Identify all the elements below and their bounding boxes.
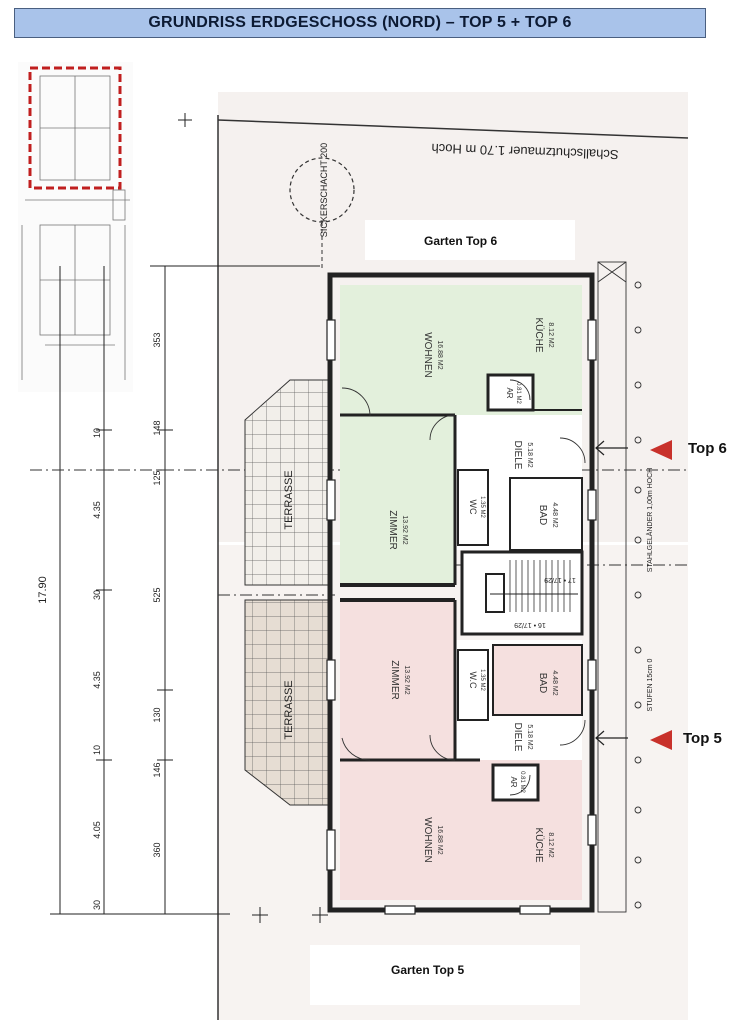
area-bad-top6: 4.48 M2 — [551, 502, 558, 527]
room-bad-top5 — [492, 644, 583, 716]
label-ar-top6: AR — [505, 387, 514, 398]
seepage-pit-label: SICKERSCHACHT 200 — [319, 143, 329, 237]
top5-marker-icon — [650, 730, 672, 750]
dim-inner-5: 125 — [152, 470, 162, 485]
terrace-label-top5: TERRASSE — [283, 680, 295, 739]
area-wohnen-top5: 16.88 M2 — [436, 825, 443, 854]
room-zimmer-top5 — [340, 600, 455, 760]
area-bad-top5: 4.48 M2 — [551, 670, 558, 695]
room-wc-top6 — [457, 469, 489, 546]
entrance-arrows — [595, 440, 628, 746]
exterior-steps — [597, 261, 642, 913]
crosshair-marks — [178, 113, 328, 923]
dim-inner-6: 148 — [152, 420, 162, 435]
dim-inner-4: 525 — [152, 587, 162, 602]
room-wohnen-kueche-top6 — [340, 285, 582, 415]
label-bad-top6: BAD — [537, 505, 548, 526]
area-diele-top6: 5.18 M2 — [526, 442, 533, 467]
dim-outer-5: 30 — [92, 590, 102, 600]
windows — [326, 319, 597, 915]
area-ar-top6: 0.81 M2 — [515, 382, 521, 404]
room-bad-top6 — [509, 477, 583, 551]
dim-outer-2: 4.05 — [92, 821, 102, 839]
door-swings — [341, 379, 586, 796]
dim-outer-6: 4.35 — [92, 501, 102, 519]
site-overview-thumbnail — [18, 62, 133, 392]
garden-top5-label: Garten Top 5 — [391, 963, 465, 977]
boundary-wall-line — [217, 119, 689, 139]
label-wc-top6: WC — [468, 500, 478, 515]
room-wc-top5 — [457, 649, 489, 721]
terrace-label-top6: TERRASSE — [283, 470, 295, 529]
area-kueche-top6: 8.12 M2 — [547, 322, 554, 347]
label-bad-top5: BAD — [537, 673, 548, 694]
unit-top6 — [340, 285, 583, 587]
area-wohnen-top6: 16.88 M2 — [436, 340, 443, 369]
stairwell — [460, 550, 584, 636]
label-zimmer-top5: ZIMMER — [389, 660, 400, 699]
dim-inner-1: 360 — [152, 842, 162, 857]
stair-note-upper: 17 • 17/29 — [544, 576, 576, 583]
area-ar-top5: 0.81 M2 — [519, 771, 525, 793]
area-zimmer-top6: 13.92 M2 — [401, 515, 408, 544]
dim-total: 17.90 — [37, 576, 49, 604]
thumbnail-highlight-frame — [28, 66, 122, 190]
stair-note-lower: 16 • 17/29 — [514, 621, 546, 628]
top6-marker-label: Top 6 — [688, 440, 727, 457]
label-diele-top6: DIELE — [512, 441, 523, 470]
label-wc-top5: W.C — [468, 672, 478, 689]
page-title: GRUNDRISS ERDGESCHOSS (NORD) – TOP 5 + T… — [148, 14, 572, 31]
dim-inner-3: 130 — [152, 707, 162, 722]
garden-top6-label: Garten Top 6 — [424, 234, 498, 248]
building-outline — [327, 272, 595, 913]
garden-top5-field — [310, 945, 580, 1005]
label-wohnen-top5: WOHNEN — [422, 817, 433, 863]
dim-outer-1: 30 — [92, 900, 102, 910]
room-zimmer-top6 — [340, 415, 455, 585]
garden-top6-field — [365, 220, 575, 260]
area-zimmer-top5: 13.92 M2 — [403, 665, 410, 694]
area-wc-top6: 1.35 M2 — [479, 496, 485, 518]
dim-outer-4: 4.35 — [92, 671, 102, 689]
dim-outer-3: 10 — [92, 745, 102, 755]
room-wohnen-kueche-top5 — [340, 760, 582, 900]
label-wohnen-top6: WOHNEN — [422, 332, 433, 378]
label-diele-top5: DIELE — [512, 723, 523, 752]
top5-marker-label: Top 5 — [683, 730, 722, 747]
dim-inner-2: 146 — [152, 762, 162, 777]
area-wc-top5: 1.35 M2 — [479, 669, 485, 691]
page-title-bar: GRUNDRISS ERDGESCHOSS (NORD) – TOP 5 + T… — [14, 8, 706, 38]
unit-top5 — [340, 598, 583, 900]
dim-outer-7: 10 — [92, 428, 102, 438]
top6-marker-icon — [650, 440, 672, 460]
label-ar-top5: AR — [509, 776, 518, 787]
label-kueche-top6: KÜCHE — [533, 317, 545, 352]
dim-inner-7: 353 — [152, 332, 162, 347]
area-diele-top5: 5.18 M2 — [526, 724, 533, 749]
railing-note: STAHLGELÄNDER 1,00m HOCH — [646, 468, 654, 573]
steps-note: STUFEN 15cm 0 — [647, 658, 654, 711]
label-zimmer-top6: ZIMMER — [387, 510, 398, 549]
wall-note: Schallschutzmauer 1.70 m Hoch — [431, 141, 619, 163]
label-kueche-top5: KÜCHE — [533, 827, 545, 862]
area-kueche-top5: 8.12 M2 — [547, 832, 554, 857]
